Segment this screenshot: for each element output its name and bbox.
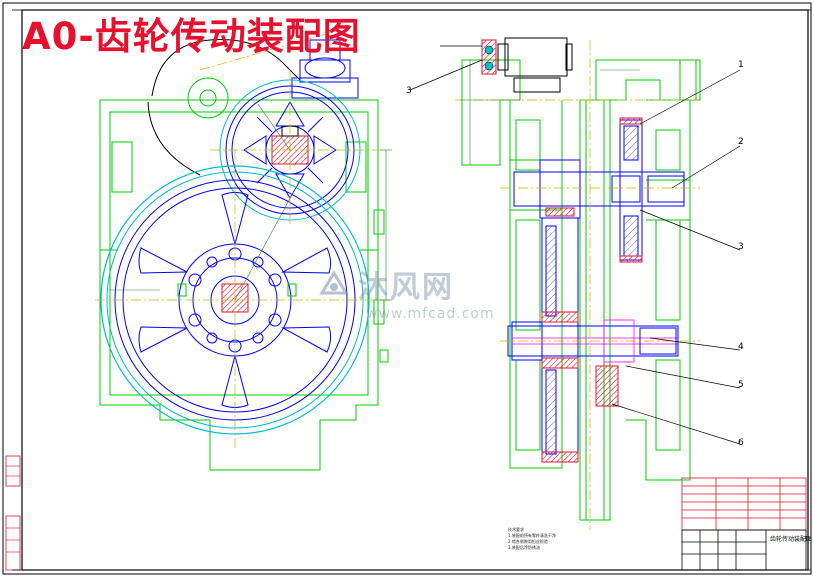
part-label-3: 3 — [738, 242, 744, 252]
section-housing — [461, 59, 701, 521]
corner-ticks — [12, 9, 811, 571]
title-block — [681, 477, 807, 571]
notes-heading: 技术要求 — [508, 527, 524, 532]
notes-line-3: 3.装配后涂防锈油 — [508, 545, 540, 550]
part-label-1: 1 — [738, 60, 744, 70]
callout-left: 3 — [406, 86, 412, 96]
centerlines-front — [95, 29, 390, 450]
notes-line-2: 2.啮合侧隙用铅丝检验 — [508, 539, 548, 544]
part-label-5: 5 — [738, 380, 744, 390]
technical-notes: 技术要求 1.装配前所有零件清洗干净 2.啮合侧隙用铅丝检验 3.装配后涂防锈油 — [508, 527, 628, 551]
motor-pulley — [147, 39, 359, 176]
section-motor — [481, 37, 573, 93]
dimensions-section — [460, 60, 640, 165]
left-margin-marks — [5, 455, 21, 571]
notes-line-1: 1.装配前所有零件清洗干净 — [508, 533, 556, 538]
section-upper-shaft — [513, 159, 685, 219]
inner-frame — [21, 9, 809, 571]
titleblock-name: 齿轮传动装配图 — [770, 536, 813, 543]
part-label-4: 4 — [738, 342, 744, 352]
dimensions-front — [110, 103, 392, 301]
section-view — [455, 37, 701, 530]
leader-lines — [409, 45, 741, 445]
drawing-title: A0-齿轮传动装配图 — [22, 15, 361, 58]
part-label-2: 2 — [738, 137, 744, 147]
section-upper-gear — [619, 117, 643, 263]
part-label-6: 6 — [738, 438, 744, 448]
front-view — [95, 29, 392, 471]
gearbox-housing — [99, 99, 389, 471]
